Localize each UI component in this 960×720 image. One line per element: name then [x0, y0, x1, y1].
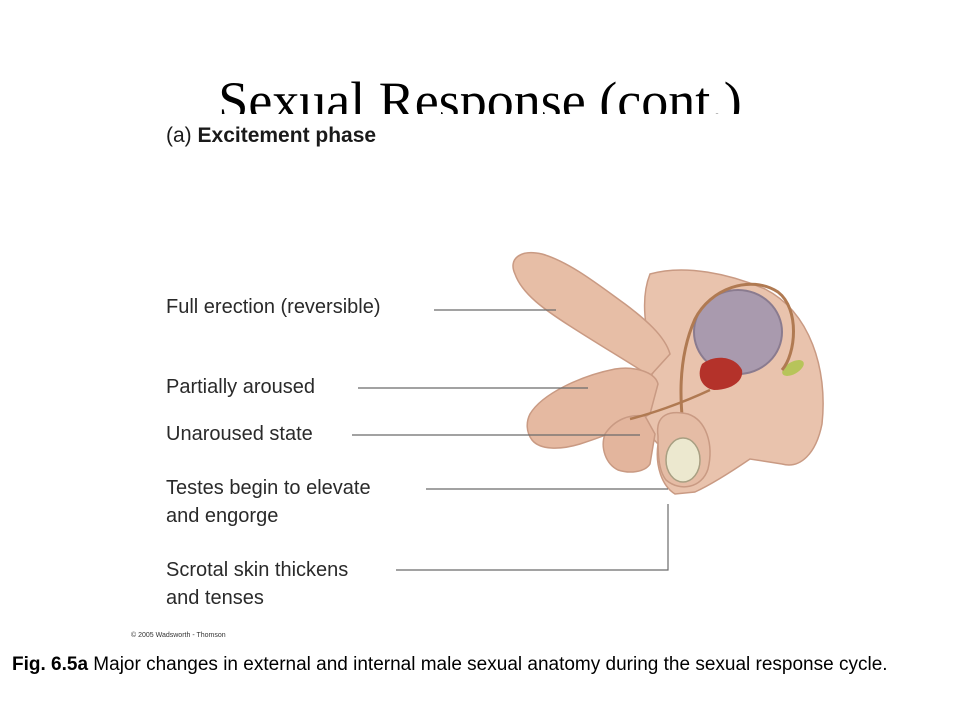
testis-shape [665, 437, 701, 483]
prostate-shape [699, 357, 743, 390]
panel-title: Excitement phase [197, 124, 377, 147]
label-unaroused-state: Unaroused state [166, 423, 313, 445]
panel-heading: (a) Excitement phase [166, 124, 376, 148]
erect-shaft-shape [512, 252, 671, 377]
figure-caption-text: Major changes in external and internal m… [88, 654, 888, 675]
label-scrotal-skin-line2: and tenses [166, 587, 264, 609]
panel-letter: (a) [166, 124, 192, 147]
label-full-erection: Full erection (reversible) [166, 296, 381, 318]
figure-caption-label: Fig. 6.5a [12, 654, 89, 675]
anatomy-figure: (a) Excitement phase Full erection (reve… [110, 114, 840, 648]
label-scrotal-skin-line1: Scrotal skin thickens [166, 559, 349, 581]
figure-caption: Fig. 6.5a Major changes in external and … [12, 651, 942, 679]
label-testes-elevate-line1: Testes begin to elevate [166, 477, 371, 499]
label-testes-elevate-line2: and engorge [166, 505, 279, 527]
anatomy-illustration [352, 252, 824, 571]
urethra-path [629, 388, 711, 421]
label-partially-aroused: Partially aroused [166, 376, 315, 398]
leader-line-scrotal-skin [396, 504, 669, 571]
slide-title: Sexual Response (cont.) [218, 71, 742, 120]
seminal-vesicle-shape [782, 360, 804, 376]
vas-deferens-path [679, 282, 795, 465]
copyright-notice: © 2005 Wadsworth - Thomson [131, 632, 226, 639]
flaccid-shaft-shape [602, 414, 656, 473]
